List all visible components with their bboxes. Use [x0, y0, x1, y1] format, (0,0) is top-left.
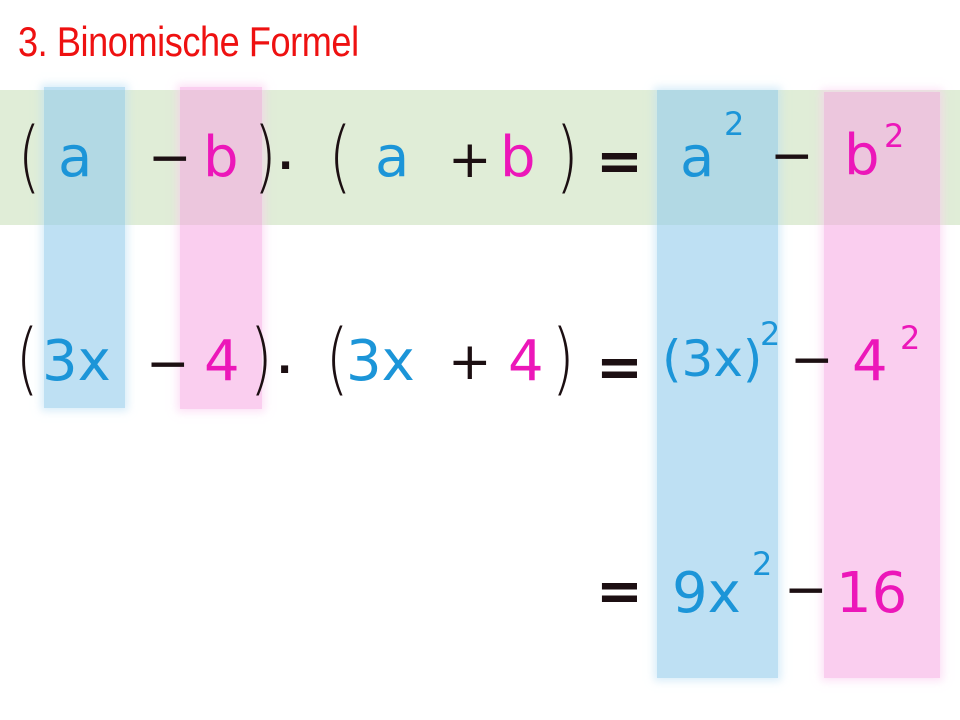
- exponent: 2: [752, 545, 773, 583]
- minus-sign: −: [148, 128, 192, 188]
- minus-sign: −: [146, 334, 190, 394]
- term-3x-squared: (3x): [662, 330, 763, 388]
- open-paren: (: [17, 112, 41, 202]
- close-paren: ): [253, 112, 277, 202]
- open-paren: (: [325, 314, 349, 404]
- multiply-dot: ·: [277, 347, 293, 393]
- term-b: b: [500, 125, 536, 190]
- term-a: a: [375, 125, 410, 190]
- exponent: 2: [760, 315, 781, 353]
- blue-highlight-column-left: [44, 87, 125, 408]
- open-paren: (: [328, 112, 352, 202]
- formula-highlight-band: [0, 90, 960, 225]
- term-b-squared: b: [844, 123, 880, 188]
- close-paren: ): [249, 314, 273, 404]
- page-title: 3. Binomische Formel: [18, 18, 359, 65]
- equals-sign: =: [596, 559, 643, 624]
- multiply-dot: ·: [278, 143, 294, 189]
- equals-sign: =: [596, 129, 643, 194]
- minus-sign: −: [784, 560, 828, 620]
- term-b: b: [203, 125, 239, 190]
- close-paren: ): [555, 112, 579, 202]
- exponent: 2: [724, 105, 745, 143]
- minus-sign: −: [770, 126, 814, 186]
- minus-sign: −: [790, 330, 834, 390]
- pink-highlight-column-left: [180, 87, 262, 409]
- plus-sign: +: [448, 332, 492, 392]
- term-3x: 3x: [346, 329, 415, 394]
- number-4: 4: [204, 329, 240, 394]
- term-a: a: [58, 125, 93, 190]
- number-4-squared: 4: [852, 329, 888, 394]
- term-9x-squared: 9x: [672, 561, 741, 626]
- number-4: 4: [508, 329, 544, 394]
- pink-highlight-column-right: [824, 92, 940, 678]
- number-16: 16: [836, 561, 908, 626]
- term-a-squared: a: [680, 125, 715, 190]
- plus-sign: +: [448, 130, 492, 190]
- close-paren: ): [551, 314, 575, 404]
- blue-highlight-column-right: [657, 90, 778, 678]
- term-3x: 3x: [42, 329, 111, 394]
- exponent: 2: [884, 117, 905, 155]
- exponent: 2: [900, 319, 921, 357]
- equals-sign: =: [596, 335, 643, 400]
- open-paren: (: [15, 314, 39, 404]
